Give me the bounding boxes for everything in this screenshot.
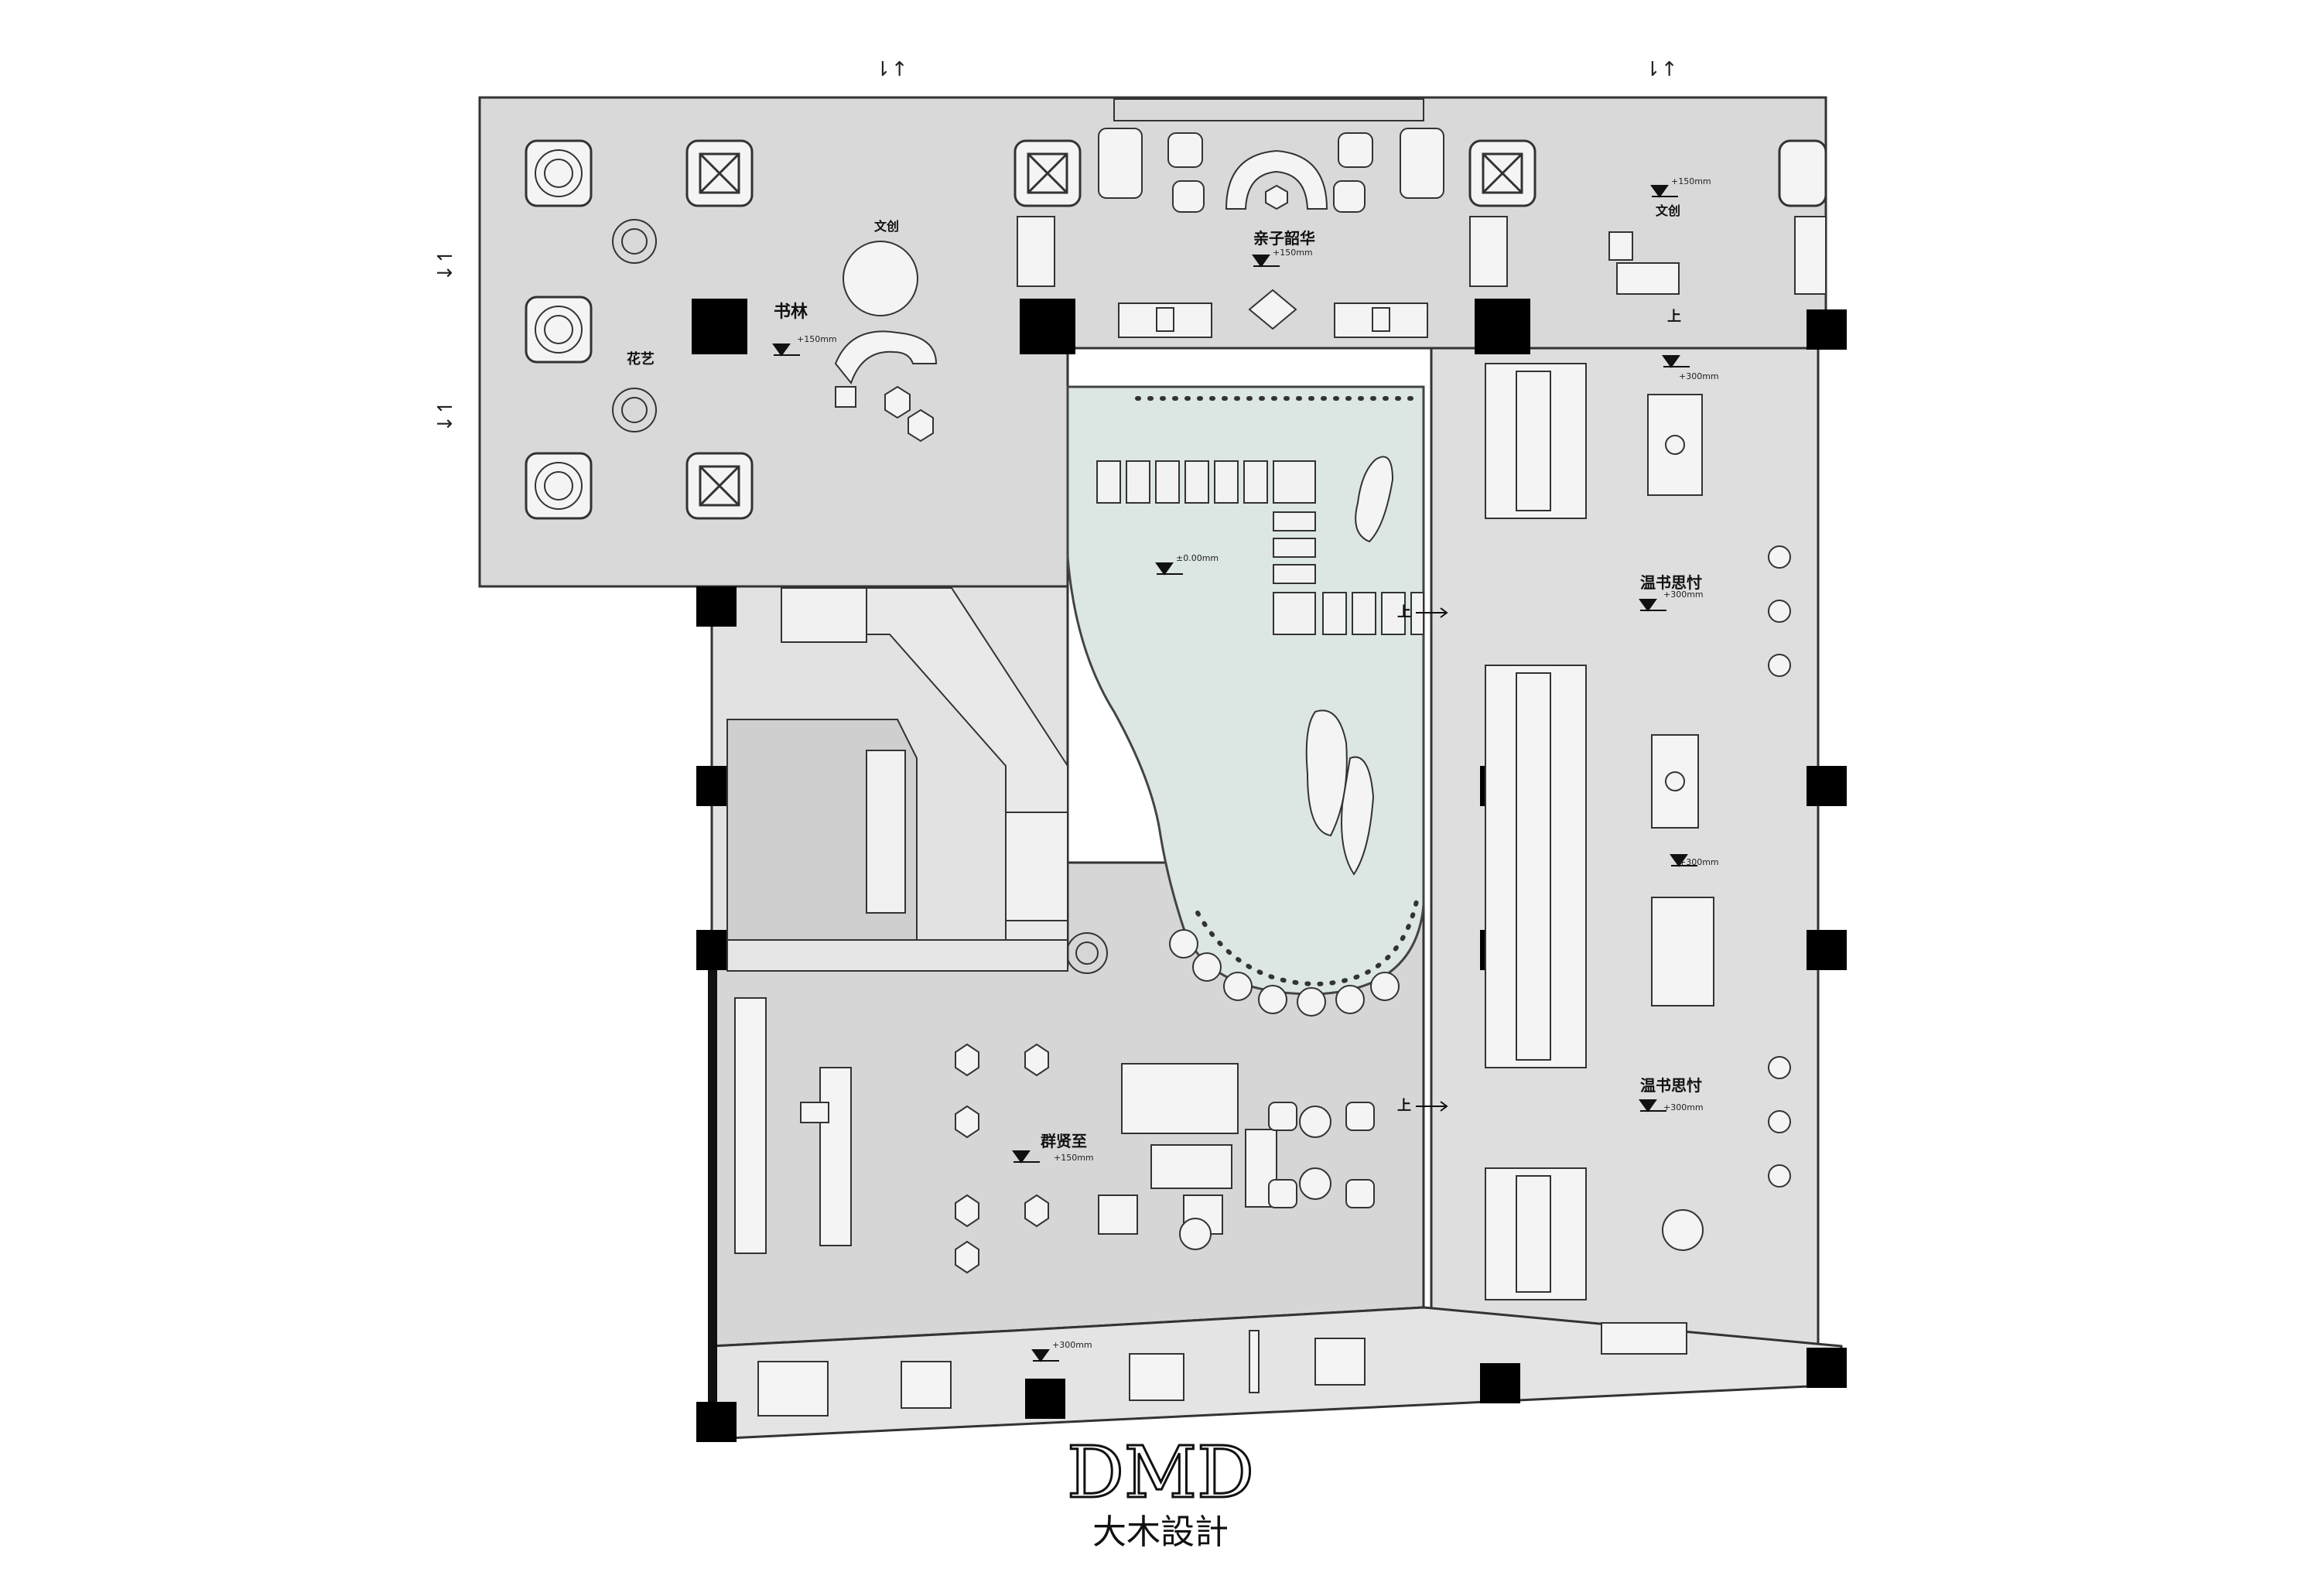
level-markers: +150mm +150mm +150mm +150mm ±0.00mm +300… <box>772 176 1719 1362</box>
level-marker-icon <box>1650 185 1678 198</box>
stair-markers: 上 上 上 <box>1397 309 1681 1114</box>
zone-label-creative-left: 文创 <box>874 219 899 234</box>
level-marker-icon <box>1639 1099 1666 1112</box>
entry-arrow: ⇂↑ <box>1644 58 1678 81</box>
level-marker-icon <box>772 343 800 357</box>
stair-up-label: 上 <box>1667 309 1681 325</box>
water-court <box>1066 385 1425 996</box>
gathering-furniture <box>734 929 1687 1417</box>
brand-logo: DMD 大木設計 <box>1066 1430 1256 1553</box>
reading-hall-furniture <box>1485 363 1791 1300</box>
level-marker-icon <box>1670 854 1697 867</box>
stair-arrow-icon <box>1416 607 1448 618</box>
zone-label-flower-art: 花艺 <box>627 350 655 367</box>
zone-label-creative-right: 文创 <box>1656 203 1680 218</box>
zone-labels: 书林 花艺 文创 文创 亲子韶华 温书思忖 温书思忖 群贤至 <box>627 203 1702 1150</box>
rock-sculptures <box>1305 456 1394 876</box>
level-marker-icon <box>1155 562 1183 576</box>
level-label: +300mm <box>1679 857 1719 867</box>
court-stepping-blocks <box>1096 460 1424 635</box>
level-marker-icon <box>1252 255 1280 268</box>
level-label: +300mm <box>1679 371 1719 381</box>
entry-arrow: ⇂↑ <box>432 398 455 432</box>
level-marker-icon <box>1012 1150 1040 1164</box>
level-label: +300mm <box>1663 1102 1704 1112</box>
level-label: +150mm <box>1054 1153 1094 1163</box>
brand-name-cn: 大木設計 <box>1092 1512 1229 1552</box>
level-marker-icon <box>1662 355 1690 368</box>
level-label: +300mm <box>1663 590 1704 600</box>
stair-arrow-icon <box>1416 1101 1448 1112</box>
level-marker-icon <box>1031 1349 1059 1362</box>
stair-up-label: 上 <box>1397 604 1411 620</box>
level-label: +300mm <box>1052 1340 1092 1350</box>
entry-markers: ⇂↑ ⇂↑ ⇂↑ ⇂↑ <box>432 58 1678 432</box>
service-bar-block <box>726 587 1068 972</box>
zone-label-parent-child: 亲子韶华 <box>1253 229 1315 248</box>
level-label: +150mm <box>1273 248 1313 258</box>
left-outer-wall <box>708 959 717 1439</box>
level-label: ±0.00mm <box>1176 553 1219 563</box>
entry-arrow: ⇂↑ <box>432 248 455 282</box>
zone-label-gathering: 群贤至 <box>1040 1132 1087 1150</box>
zone-label-reading-lower: 温书思忖 <box>1640 1076 1702 1095</box>
planter-x-marks <box>699 152 1523 507</box>
level-label: +150mm <box>797 334 837 344</box>
stair-up-label: 上 <box>1397 1098 1411 1114</box>
upper-wing-furniture <box>834 98 1827 443</box>
brand-logo-text: DMD <box>1067 1431 1254 1514</box>
level-label: +150mm <box>1671 176 1711 186</box>
level-marker-icon <box>1639 599 1666 612</box>
water-court-rim <box>1195 895 1420 987</box>
zone-label-reading-upper: 温书思忖 <box>1640 573 1702 592</box>
entry-arrow: ⇂↑ <box>874 58 908 81</box>
zone-label-book-forest: 书林 <box>774 302 808 322</box>
